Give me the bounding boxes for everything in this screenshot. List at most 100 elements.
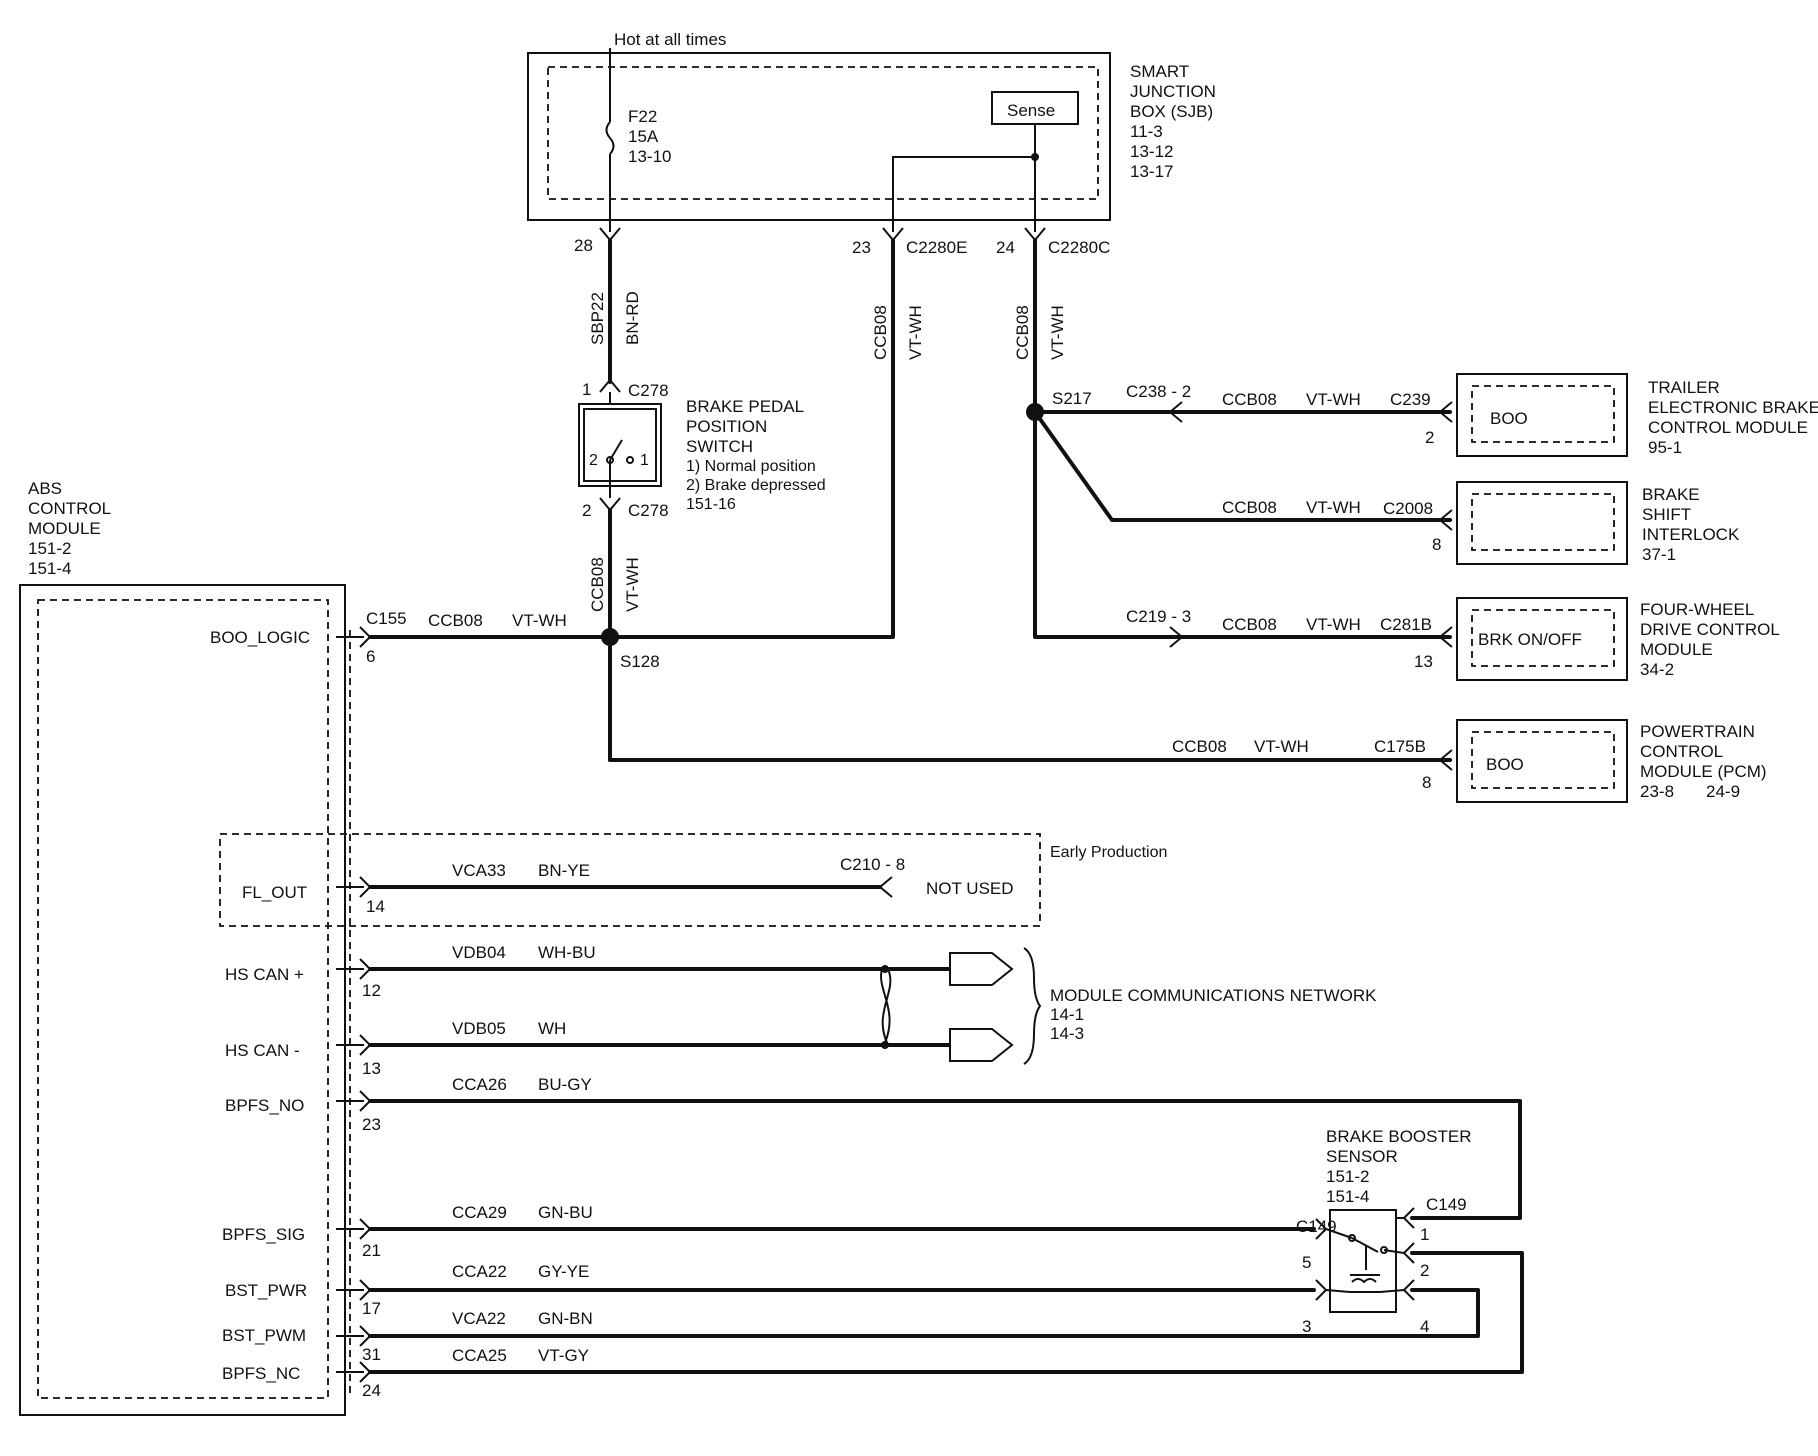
fwd-module-inner [1471,609,1615,667]
twisted-pair-end-top [881,965,889,973]
wire-ccb08-shift-interlock [1033,410,1452,522]
network-connector-minus-icon [949,1028,1014,1062]
switch-top-connector-label: C278 [628,381,669,400]
trailer-inner-label: BOO [1490,409,1528,428]
sjb-title-line1: SMART [1130,62,1189,81]
booster-pin4-lead [1379,1289,1405,1293]
brake-signal-wiring: SBP22 BN-RD CCB08 VT-WH CCB08 VT-WH [588,238,1067,639]
wire-ccb08-pcm [608,635,1452,762]
wire-bu-gy-label: BU-GY [538,1075,592,1094]
connector-c219-icon [1169,626,1184,648]
booster-title-line1: BRAKE BOOSTER [1326,1127,1471,1146]
booster-pin3-label: 3 [1302,1317,1311,1336]
abs-title-line2: CONTROL [28,499,111,518]
twisted-pair-icon-b [881,968,892,1046]
abs-title-line3: MODULE [28,519,101,538]
fwd-pin-label: 13 [1414,652,1433,671]
pcm-module-inner [1471,731,1615,789]
wire-vt-wh-label-c2280c: VT-WH [1048,305,1067,360]
wire-vt-wh-label-pcm: VT-WH [1254,737,1309,756]
wire-vt-wh-label-interlock: VT-WH [1306,498,1361,517]
booster-pin3-lead [1325,1289,1351,1293]
abs-pin12-label: 12 [362,981,381,1000]
connector-c2008-label: C2008 [1383,499,1433,518]
connector-c2280e-label: C2280E [906,238,967,257]
fuse-f22-icon [605,121,615,155]
wire-bn-ye-label: BN-YE [538,861,590,880]
wire-vt-wh-label-trailer: VT-WH [1306,390,1361,409]
four-wheel-drive-module: BRK ON/OFF FOUR-WHEEL DRIVE CONTROL MODU… [1456,597,1780,681]
pcm-pin-label: 8 [1422,773,1431,792]
hot-at-all-times-label: Hot at all times [614,30,726,49]
connector-c155-label: C155 [366,609,407,628]
wire-gy-ye-label: GY-YE [538,1262,589,1281]
trailer-module-box [1456,373,1628,457]
fwd-title-line4: 34-2 [1640,660,1674,679]
brake-pedal-position-switch: 1 C278 2 1 2 C278 BRAKE PEDAL POSITION S… [578,378,826,762]
connector-c2280c-label: C2280C [1048,238,1110,257]
abs-module-inner [37,599,329,1399]
powertrain-control-module: BOO POWERTRAIN CONTROL MODULE (PCM) 23-8… [1456,719,1767,803]
booster-title-line2: SENSOR [1326,1147,1398,1166]
twisted-pair-end-bottom [881,1041,889,1049]
wire-cca26 [368,1099,1522,1220]
abs-pin6-label: 6 [366,647,375,666]
pin-fl-out-label: FL_OUT [242,883,307,902]
wire-ccb08-label-trailer: CCB08 [1222,390,1277,409]
switch-inner-pin2-label: 2 [589,452,598,469]
wire-vt-wh-label-abs: VT-WH [512,611,567,630]
abs-title-line1: ABS [28,479,62,498]
connector-c219-label: C219 - 3 [1126,607,1191,626]
interlock-title-line1: BRAKE [1642,485,1700,504]
abs-pin31-label: 31 [362,1345,381,1364]
switch-bottom-connector-label: C278 [628,501,669,520]
connector-c238-icon [1168,401,1183,423]
smart-junction-box: Hot at all times SMART JUNCTION BOX (SJB… [527,30,1216,257]
booster-coil-icon [1351,1278,1377,1284]
trailer-title-line2: ELECTRONIC BRAKE [1648,398,1818,417]
wire-cca25-label: CCA25 [452,1346,507,1365]
wire-wh-bu-label: WH-BU [538,943,596,962]
sjb-title-line3: BOX (SJB) [1130,102,1213,121]
sjb-title-line2: JUNCTION [1130,82,1216,101]
booster-right-connector-label: C149 [1426,1195,1467,1214]
trailer-module-inner [1471,385,1615,443]
wire-vca22 [368,1288,1480,1338]
interlock-title-line4: 37-1 [1642,545,1676,564]
early-production-box [219,833,1041,927]
pin-bst-pwr-label: BST_PWR [225,1281,307,1300]
shift-interlock-pin-label: 8 [1432,535,1441,554]
sjb-pin23-label: 23 [852,238,871,257]
pcm-title-line2: CONTROL [1640,742,1723,761]
abs-pin24-label: 24 [362,1381,381,1400]
wire-bn-rd-label: BN-RD [623,291,642,345]
switch-pin1-label: 1 [582,380,591,399]
connector-c175b-icon [1438,749,1453,771]
connector-c238-label: C238 - 2 [1126,382,1191,401]
pin-bst-pwm-label: BST_PWM [222,1326,306,1345]
booster-left-connector-label: C149 [1296,1217,1337,1236]
connector-c239-icon [1438,401,1453,423]
booster-pin2-lead [1383,1249,1405,1254]
connector-c210-label: C210 - 8 [840,855,905,874]
switch-body-outer [578,403,662,487]
pin-bpfs-sig-label: BPFS_SIG [222,1225,305,1244]
switch-contact-1 [626,456,634,464]
switch-title-line2: POSITION [686,417,767,436]
switch-title-line3: SWITCH [686,437,753,456]
sense-box [991,91,1079,125]
wire-ccb08-label-pcm: CCB08 [1172,737,1227,756]
fuse-name: F22 [628,107,657,126]
sjb-title-line4: 11-3 [1130,122,1163,141]
connector-c281b-icon [1438,626,1453,648]
pcm-inner-label: BOO [1486,755,1524,774]
wire-vca33-label: VCA33 [452,861,506,880]
trailer-pin-label: 2 [1425,428,1434,447]
splice-s217-label: S217 [1052,389,1092,408]
wire-vt-gy-label: VT-GY [538,1346,589,1365]
pcm-ref-1: 23-8 [1640,782,1674,801]
wire-vt-wh-label-switch: VT-WH [623,557,642,612]
wire-ccb08-label-c2280e: CCB08 [871,305,890,360]
pcm-ref-2: 24-9 [1706,782,1740,801]
